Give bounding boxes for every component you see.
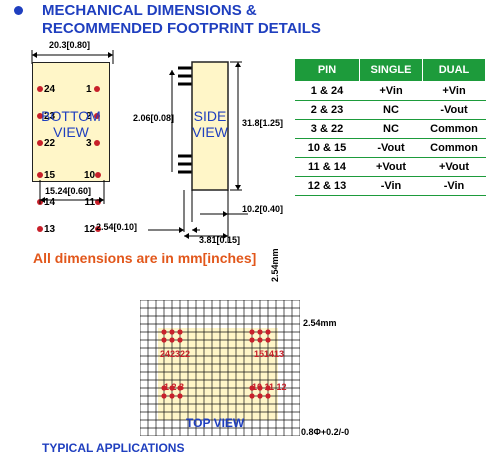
footprint-hole (169, 385, 175, 391)
pin-group-bottom-right: 10 11 12 (84, 153, 102, 243)
section-heading-line2: RECOMMENDED FOOTPRINT DETAILS (42, 20, 321, 37)
bottom-width-dim-line (31, 50, 114, 64)
footprint-pins-tl: 242322 (160, 349, 191, 359)
pin-table-header-dual: DUAL (422, 58, 486, 82)
footprint-vertical-dim: 2.54mm (270, 248, 280, 282)
footprint-horizontal-dim: 2.54mm (303, 318, 337, 328)
side-pitch-dim: 2.06[0.08] (133, 113, 175, 123)
table-row: 11 & 14 +Vout +Vout (294, 157, 486, 177)
table-row: 10 & 15 -Vout Common (294, 138, 486, 158)
footprint-pins-tr: 151413 (254, 349, 285, 359)
footprint-hole (257, 337, 263, 343)
footprint-hole-spec: 0.8Φ+0.2/-0 (301, 427, 350, 437)
footprint-hole (265, 393, 271, 399)
bottom-view-box (32, 62, 110, 182)
footprint-hole (257, 329, 263, 335)
bottom-width-dim: 20.3[0.80] (49, 40, 91, 50)
footprint-hole (177, 329, 183, 335)
footprint-hole (169, 393, 175, 399)
side-pin-len-dim: 10.2[0.40] (242, 204, 284, 214)
footer-heading-partial: TYPICAL APPLICATIONS (42, 441, 185, 455)
footprint-hole (161, 329, 167, 335)
footprint-top-view-label: TOP VIEW (186, 416, 245, 430)
bottom-base-dim-line (39, 180, 105, 204)
footprint-hole (177, 337, 183, 343)
pin-table-header-single: SINGLE (359, 58, 423, 82)
table-row: 3 & 22 NC Common (294, 119, 486, 139)
pin-group-top-right: 1 2 3 (86, 67, 101, 157)
pin-table: PIN SINGLE DUAL 1 & 24 +Vin +Vin 2 & 23 … (294, 58, 486, 196)
dimensions-note: All dimensions are in mm[inches] (33, 250, 257, 266)
footprint-hole (265, 337, 271, 343)
footprint-hole (265, 329, 271, 335)
bullet-icon (14, 6, 23, 15)
side-view-drawing (148, 61, 248, 242)
footprint-hole (177, 393, 183, 399)
side-pin-offset-dim: 2.54[0.10] (96, 222, 138, 232)
footprint-body-outline (158, 328, 278, 420)
footprint-hole (169, 337, 175, 343)
footprint-grid-svg (139, 299, 301, 437)
table-row: 1 & 24 +Vin +Vin (294, 81, 486, 101)
bottom-view-label: BOTTOM VIEW (41, 108, 101, 140)
section-heading-line1: MECHANICAL DIMENSIONS & (42, 2, 257, 19)
footprint-pins-br: 10 11 12 (252, 382, 287, 392)
table-row: 2 & 23 NC -Vout (294, 100, 486, 120)
footprint-hole (169, 329, 175, 335)
bottom-base-dim: 15.24[0.60] (45, 186, 92, 196)
footprint-hole (265, 385, 271, 391)
footprint-hole (249, 329, 255, 335)
footprint-hole (249, 393, 255, 399)
footprint-hole (249, 337, 255, 343)
table-row: 12 & 13 -Vin -Vin (294, 176, 486, 196)
footprint-hole (161, 385, 167, 391)
footprint-pins-bl: 1 2 3 (164, 382, 185, 392)
footprint-hole (161, 337, 167, 343)
footprint-hole (249, 385, 255, 391)
side-view-label: SIDE VIEW (192, 108, 228, 140)
footprint-hole (177, 385, 183, 391)
footprint-hole (257, 393, 263, 399)
footprint-hole (161, 393, 167, 399)
footprint-grid (139, 299, 301, 437)
side-height-dim: 31.8[1.25] (242, 118, 284, 128)
side-pin-height-dim: 3.81[0.15] (199, 235, 241, 245)
pin-table-header-pin: PIN (294, 58, 360, 82)
footprint-hole (257, 385, 263, 391)
pin-group-top-left: 24 23 22 (37, 67, 55, 157)
